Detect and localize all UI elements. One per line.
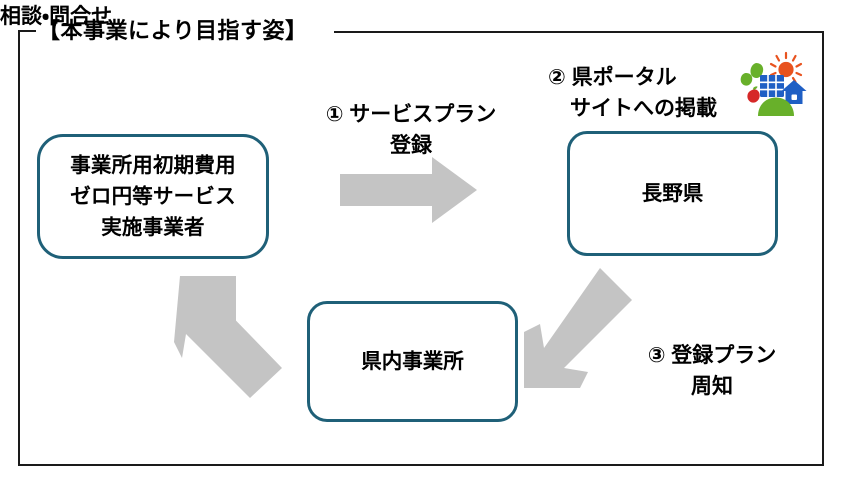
step-label-2-line1: ② 県ポータル (548, 66, 677, 89)
house-icon (781, 80, 807, 104)
step-label-3-line1: ③ 登録プラン (647, 344, 777, 367)
step-label-2-line2: サイトへの掲載 (570, 97, 717, 120)
box-local-office[interactable]: 県内事業所 (307, 301, 518, 422)
frame-border-top-left (18, 30, 36, 32)
step-label-3: ③ 登録プラン 周知 (632, 340, 792, 402)
box-local-office-label: 県内事業所 (361, 349, 464, 373)
step-label-1-line2: 登録 (390, 134, 432, 157)
frame-border-bottom (18, 464, 824, 466)
box-provider-line3: 実施事業者 (101, 216, 205, 239)
leaf-icon (750, 63, 764, 79)
box-provider-line2: ゼロ円等サービス (70, 185, 236, 208)
eco-energy-icon (740, 51, 807, 116)
frame-border-left (18, 30, 20, 466)
step-label-3-line2: 周知 (691, 375, 733, 398)
arrow-down-left-notification (524, 268, 632, 388)
sun-icon (778, 61, 794, 78)
arrow-up-left-inquiry (174, 276, 282, 398)
apple-icon (747, 86, 760, 103)
step-label-1: ① サービスプラン 登録 (308, 99, 514, 161)
arrow-right-registration (340, 157, 477, 223)
box-nagano-prefecture[interactable]: 長野県 (567, 131, 778, 256)
hill-icon (758, 97, 794, 116)
solar-panel-icon (760, 75, 784, 97)
diagram-title: 【本事業により目指す姿】 (38, 18, 308, 43)
step-label-1-line1: ① サービスプラン (325, 103, 497, 126)
box-provider-line1: 事業所用初期費用 (70, 154, 236, 177)
step-label-2: ② 県ポータル サイトへの掲載 (548, 62, 717, 124)
leaf-icon (740, 72, 753, 86)
box-service-provider[interactable]: 事業所用初期費用 ゼロ円等サービス 実施事業者 (37, 134, 269, 259)
frame-border-top-right (334, 31, 824, 33)
frame-border-right (822, 32, 824, 466)
box-provider-label: 事業所用初期費用 ゼロ円等サービス 実施事業者 (70, 150, 236, 243)
box-prefecture-label: 長野県 (641, 181, 704, 205)
inquiry-label: 相談・問合せ (0, 5, 113, 28)
